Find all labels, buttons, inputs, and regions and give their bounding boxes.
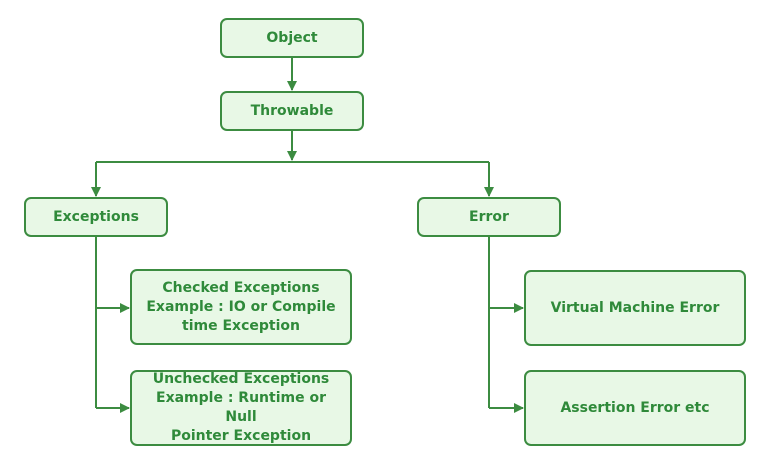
node-object-label: Object	[266, 29, 318, 46]
node-unchecked-exceptions-label: Unchecked Exceptions Example : Runtime o…	[152, 371, 330, 444]
node-error: Error	[417, 197, 561, 237]
node-unchecked-exceptions: Unchecked Exceptions Example : Runtime o…	[130, 370, 352, 446]
node-throwable-label: Throwable	[250, 102, 334, 119]
node-object: Object	[220, 18, 364, 58]
node-exceptions-label: Exceptions	[53, 208, 139, 225]
node-throwable: Throwable	[220, 91, 364, 131]
node-error-label: Error	[469, 208, 509, 225]
node-virtual-machine-error: Virtual Machine Error	[524, 270, 746, 346]
node-checked-exceptions: Checked Exceptions Example : IO or Compi…	[130, 269, 352, 345]
node-assertion-error-label: Assertion Error etc	[560, 399, 710, 416]
node-virtual-machine-error-label: Virtual Machine Error	[550, 299, 720, 316]
node-exceptions: Exceptions	[24, 197, 168, 237]
node-checked-exceptions-label: Checked Exceptions Example : IO or Compi…	[146, 279, 336, 334]
node-assertion-error: Assertion Error etc	[524, 370, 746, 446]
